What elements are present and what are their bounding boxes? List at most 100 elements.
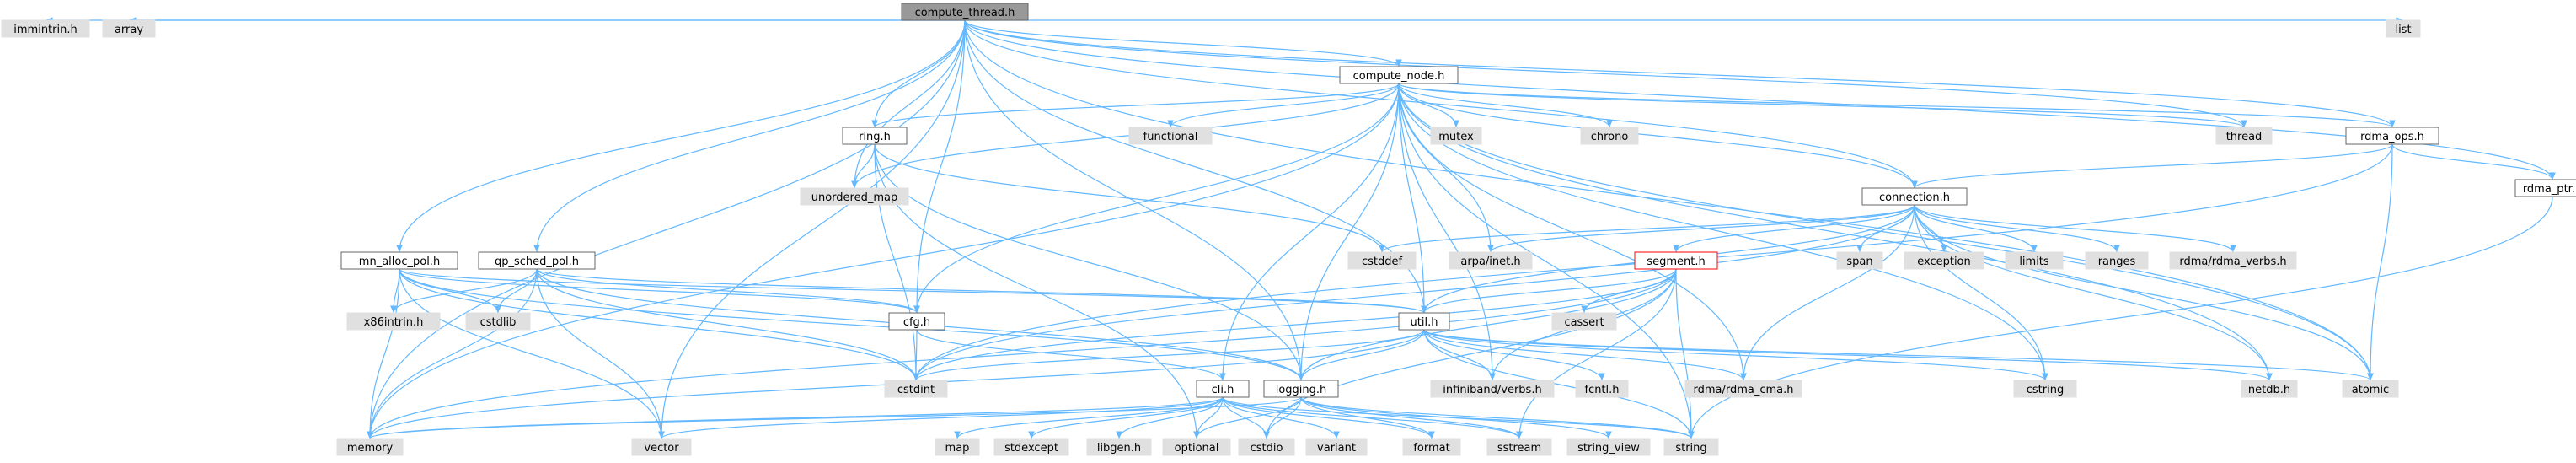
node-mutex: mutex <box>1430 127 1482 145</box>
edge-cli-to-variant <box>1222 396 1340 439</box>
node-box <box>1486 438 1552 456</box>
node-label: map <box>945 442 970 455</box>
node-label: mutex <box>1438 131 1474 143</box>
edge-cfg-to-cli <box>916 329 1226 381</box>
node-connection[interactable]: connection.h <box>1861 187 1968 206</box>
edge-ring-to-cstdint <box>874 143 919 381</box>
node-segment[interactable]: segment.h <box>1634 251 1718 270</box>
edge-compute_node-to-logging <box>1298 83 1400 381</box>
node-cli[interactable]: cli.h <box>1196 380 1250 398</box>
node-logging[interactable]: logging.h <box>1263 380 1339 398</box>
edge-qp_sched_pol-to-x86intrin <box>390 268 538 314</box>
node-label: rdma/rdma_cma.h <box>1693 384 1793 396</box>
edge-util-to-fcntl <box>1423 329 1605 381</box>
edge-mn_alloc_pol-to-logging <box>399 268 1304 381</box>
edge-compute_thread-to-logging <box>964 19 1304 381</box>
node-box <box>631 438 692 456</box>
node-label: cstdint <box>897 384 935 396</box>
node-compute-node[interactable]: compute_node.h <box>1339 66 1459 84</box>
node-label: string <box>1675 442 1706 455</box>
edge-segment-to-memory <box>367 268 1677 439</box>
edge-rdma_ops-to-atomic <box>2367 143 2393 381</box>
edge-compute_node-to-cli <box>1219 83 1400 381</box>
node-label: logging.h <box>1276 384 1327 396</box>
edge-cli-to-format <box>1222 396 1435 439</box>
edge-compute_node-to-unordered_map <box>851 83 1400 189</box>
edge-mn_alloc_pol-to-util <box>399 268 1427 314</box>
node-qp-sched-pol[interactable]: qp_sched_pol.h <box>478 251 596 270</box>
node-array: array <box>102 19 156 38</box>
node-label: mn_alloc_pol.h <box>359 256 440 268</box>
node-label: immintrin.h <box>13 24 77 36</box>
node-box <box>1305 438 1368 456</box>
node-box <box>1339 66 1459 84</box>
edge-segment-to-string <box>1675 268 1695 439</box>
edge-cli-to-vector <box>658 396 1224 439</box>
edge-compute_node-to-infiniband <box>1398 83 1496 381</box>
node-label: rdma_ptr.h <box>2523 183 2576 196</box>
edge-connection-to-rdma_cma <box>1740 204 1915 381</box>
node-cfg[interactable]: cfg.h <box>888 312 945 331</box>
node-box <box>1904 251 1984 270</box>
node-box <box>1430 380 1555 398</box>
edge-connection-to-cstddef <box>1379 204 1915 253</box>
node-unordered-map: unordered_map <box>800 187 909 206</box>
node-rdma-verbs: rdma/rdma_verbs.h <box>2169 251 2297 270</box>
node-box <box>102 19 156 38</box>
node-box <box>1128 127 1213 145</box>
node-box <box>993 438 1069 456</box>
node-label: unordered_map <box>811 191 898 204</box>
node-box <box>1684 380 1802 398</box>
node-format: format <box>1402 438 1461 456</box>
node-ring[interactable]: ring.h <box>842 127 908 145</box>
node-compute-thread[interactable]: compute_thread.h <box>901 3 1029 21</box>
node-fcntl: fcntl.h <box>1575 380 1629 398</box>
edge-logging-to-memory <box>367 396 1302 439</box>
node-label: thread <box>2226 131 2263 143</box>
edge-compute_node-to-ring <box>871 83 1400 128</box>
node-box <box>2342 380 2399 398</box>
node-rdma-ops[interactable]: rdma_ops.h <box>2345 127 2439 145</box>
node-box <box>465 312 531 331</box>
node-mn-alloc-pol[interactable]: mn_alloc_pol.h <box>340 251 458 270</box>
edge-qp_sched_pol-to-cstdlib <box>495 268 538 314</box>
node-label: fcntl.h <box>1584 384 1619 396</box>
node-box <box>1580 127 1639 145</box>
edge-compute_node-to-netdb <box>1398 83 2273 381</box>
node-box <box>1836 251 1883 270</box>
node-label: libgen.h <box>1097 442 1141 455</box>
edge-cfg-to-cstdint <box>913 329 919 381</box>
edge-compute_node-to-cfg <box>913 83 1400 314</box>
edge-compute_node-to-thread <box>1398 83 2247 128</box>
node-box <box>1575 380 1629 398</box>
edge-connection-to-ranges <box>1914 204 2120 253</box>
node-label: compute_thread.h <box>915 7 1015 19</box>
node-box <box>901 3 1029 21</box>
node-box <box>2013 380 2077 398</box>
edge-compute_node-to-cstring <box>1398 83 2048 381</box>
edge-cli-to-stdexcept <box>1028 396 1224 439</box>
edge-util-to-string <box>1423 329 1695 439</box>
node-cstdlib: cstdlib <box>465 312 531 331</box>
edge-util-to-cstdint <box>913 329 1425 381</box>
edge-compute_thread-to-cfg <box>913 19 966 314</box>
node-label: qp_sched_pol.h <box>495 256 579 268</box>
node-span: span <box>1836 251 1883 270</box>
node-rdma-ptr[interactable]: rdma_ptr.h <box>2514 179 2576 197</box>
node-label: span <box>1846 256 1872 268</box>
edge-logging-to-optional <box>1193 396 1302 439</box>
edge-segment-to-cstdint <box>913 268 1677 381</box>
edge-compute_thread-to-rdma_ops <box>964 19 2396 128</box>
node-cassert: cassert <box>1551 312 1617 331</box>
node-box <box>2241 380 2298 398</box>
nodes-layer: compute_thread.h immintrin.h array list comp… <box>1 3 2576 456</box>
edge-mn_alloc_pol-to-cstdint <box>399 268 919 381</box>
node-box <box>1402 438 1461 456</box>
edge-segment-to-logging <box>1298 268 1677 381</box>
node-label: list <box>2395 24 2411 36</box>
node-box <box>1347 251 1417 270</box>
node-box <box>1263 380 1339 398</box>
edge-qp_sched_pol-to-util <box>536 268 1427 314</box>
node-util[interactable]: util.h <box>1398 312 1450 331</box>
node-label: rdma/rdma_verbs.h <box>2179 256 2286 268</box>
